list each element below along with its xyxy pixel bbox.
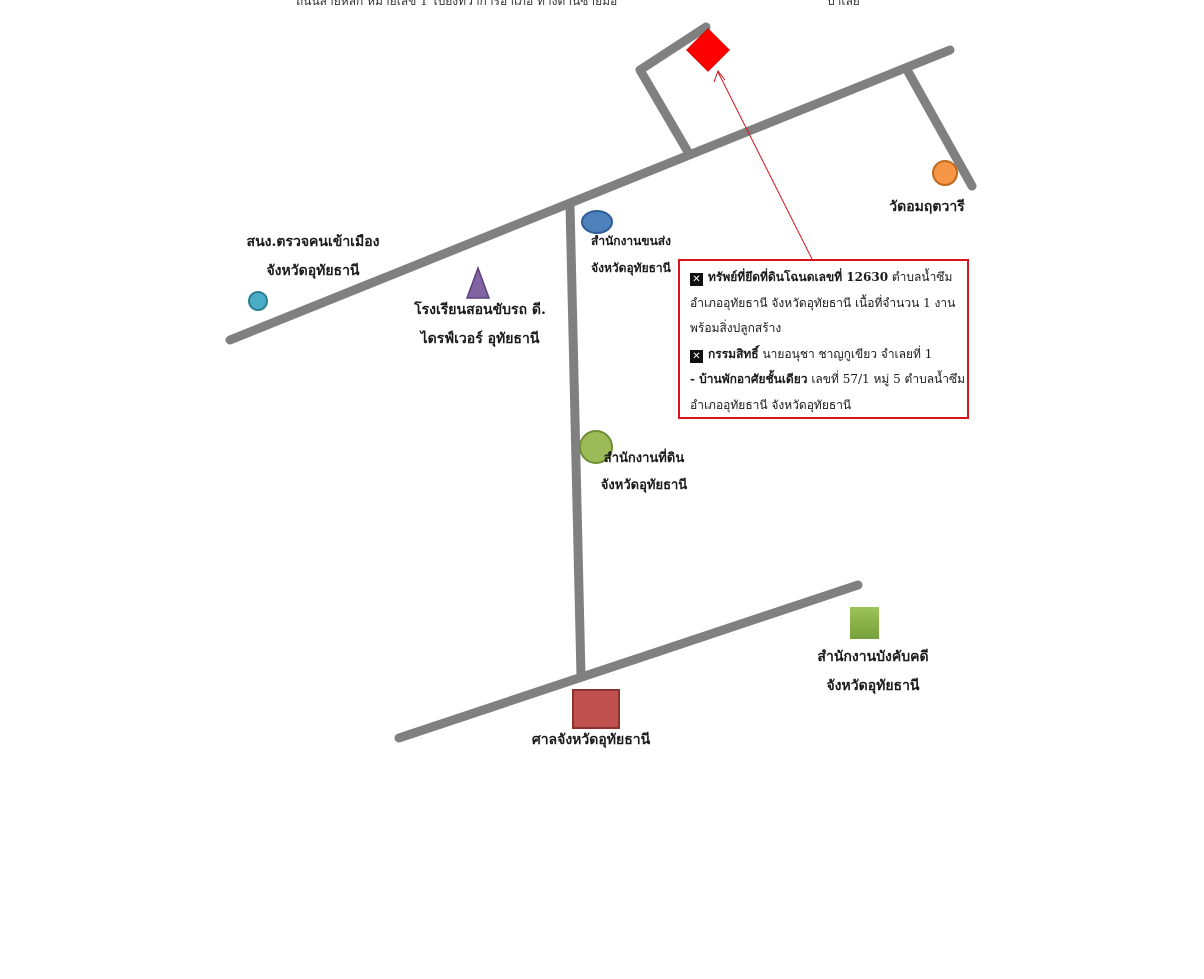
info-line-3: พร้อมสิ่งปลูกสร้าง <box>690 321 782 335</box>
red-square-icon[interactable] <box>572 689 620 729</box>
info-line-1-rest: ตำบลน้ำซึม <box>888 270 953 284</box>
blue-oval-icon[interactable] <box>581 210 613 234</box>
south-road <box>394 580 863 743</box>
land-office-label-line2: จังหวัดอุทัยธานี <box>600 478 688 493</box>
transport-office-label: สำนักงานขนส่ง จังหวัดอุทัยธานี <box>585 228 677 282</box>
info-line-4: ✕ กรรมสิทธิ์ นายอนุชา ชาญกูเขียว จำเลยที่… <box>690 342 959 368</box>
info-line-4-rest: นายอนุชา ชาญกูเขียว จำเลยที่ 1 <box>758 346 933 361</box>
header-fragment-left: ถนนสายหลัก หมายเลข 1 ไปยังที่ว่าการอำเภอ… <box>296 0 618 8</box>
info-line-4-bold: กรรมสิทธิ์ <box>708 346 759 361</box>
info-line-1: ✕ ทรัพย์ที่ยึดที่ดินโฉนดเลขที่ 12630 ตำบล… <box>690 265 959 291</box>
court-label-line1: ศาลจังหวัดอุทัยธานี <box>531 732 651 748</box>
land-office-label-line1: สำนักงานที่ดิน <box>603 451 685 466</box>
info-line-2: อำเภออุทัยธานี จังหวัดอุทัยธานี เนื้อที่… <box>690 295 956 310</box>
enforcement-office-label-line1: สำนักงานบังคับคดี <box>817 649 929 665</box>
info-line-1-bold: ทรัพย์ที่ยึดที่ดินโฉนดเลขที่ 12630 <box>708 270 889 284</box>
header-fragment-right: ป่าเลย <box>827 0 860 8</box>
green-square-icon[interactable] <box>850 607 879 639</box>
temple-label-line1: วัดอมฤตวารี <box>889 199 965 215</box>
pointer-arrow <box>717 71 813 260</box>
immigration-label-line2: จังหวัดอุทัยธานี <box>266 263 360 279</box>
transport-office-label-line2: จังหวัดอุทัยธานี <box>591 261 671 275</box>
land-office-label: สำนักงานที่ดิน จังหวัดอุทัยธานี <box>598 445 690 499</box>
court-label: ศาลจังหวัดอุทัยธานี <box>525 726 657 755</box>
info-line-5-bold: - บ้านพักอาศัยชั้นเดียว <box>690 372 808 386</box>
info-line-6: อำเภออุทัยธานี จังหวัดอุทัยธานี <box>690 397 852 412</box>
info-line-5-rest: เลขที่ 57/1 หมู่ 5 ตำบลน้ำซึม <box>807 372 966 386</box>
orange-circle-icon[interactable] <box>932 160 958 186</box>
driving-school-label-line1: โรงเรียนสอนขับรถ ดี. <box>414 302 546 318</box>
north-road-left <box>635 65 693 157</box>
info-line-5: - บ้านพักอาศัยชั้นเดียว เลขที่ 57/1 หมู่… <box>690 367 965 393</box>
green-circle-icon[interactable] <box>579 430 613 464</box>
enforcement-office-label: สำนักงานบังคับคดี จังหวัดอุทัยธานี <box>810 643 936 701</box>
temple-label: วัดอมฤตวารี <box>880 193 974 222</box>
immigration-label-line1: สนง.ตรวจคนเข้าเมือง <box>246 234 380 250</box>
arrow-head-icon <box>713 69 726 83</box>
red-diamond-target-icon[interactable] <box>686 28 730 72</box>
checkbox-icon: ✕ <box>690 273 703 286</box>
main-road <box>225 45 955 345</box>
driving-school-label: โรงเรียนสอนขับรถ ดี. ไดรฟ์เวอร์ อุทัยธาน… <box>408 296 552 354</box>
vertical-road <box>565 200 586 681</box>
north-road-top <box>635 22 711 75</box>
purple-triangle-icon[interactable] <box>465 265 491 299</box>
driving-school-label-line2: ไดรฟ์เวอร์ อุทัยธานี <box>420 331 540 347</box>
teal-circle-icon[interactable] <box>248 291 268 311</box>
property-info-box: ✕ ทรัพย์ที่ยึดที่ดินโฉนดเลขที่ 12630 ตำบล… <box>678 259 969 419</box>
enforcement-office-label-line2: จังหวัดอุทัยธานี <box>826 678 920 694</box>
transport-office-label-line1: สำนักงานขนส่ง <box>591 234 671 248</box>
checkbox-icon: ✕ <box>690 349 703 363</box>
east-branch-road <box>901 63 977 191</box>
immigration-label: สนง.ตรวจคนเข้าเมือง จังหวัดอุทัยธานี <box>240 228 386 286</box>
